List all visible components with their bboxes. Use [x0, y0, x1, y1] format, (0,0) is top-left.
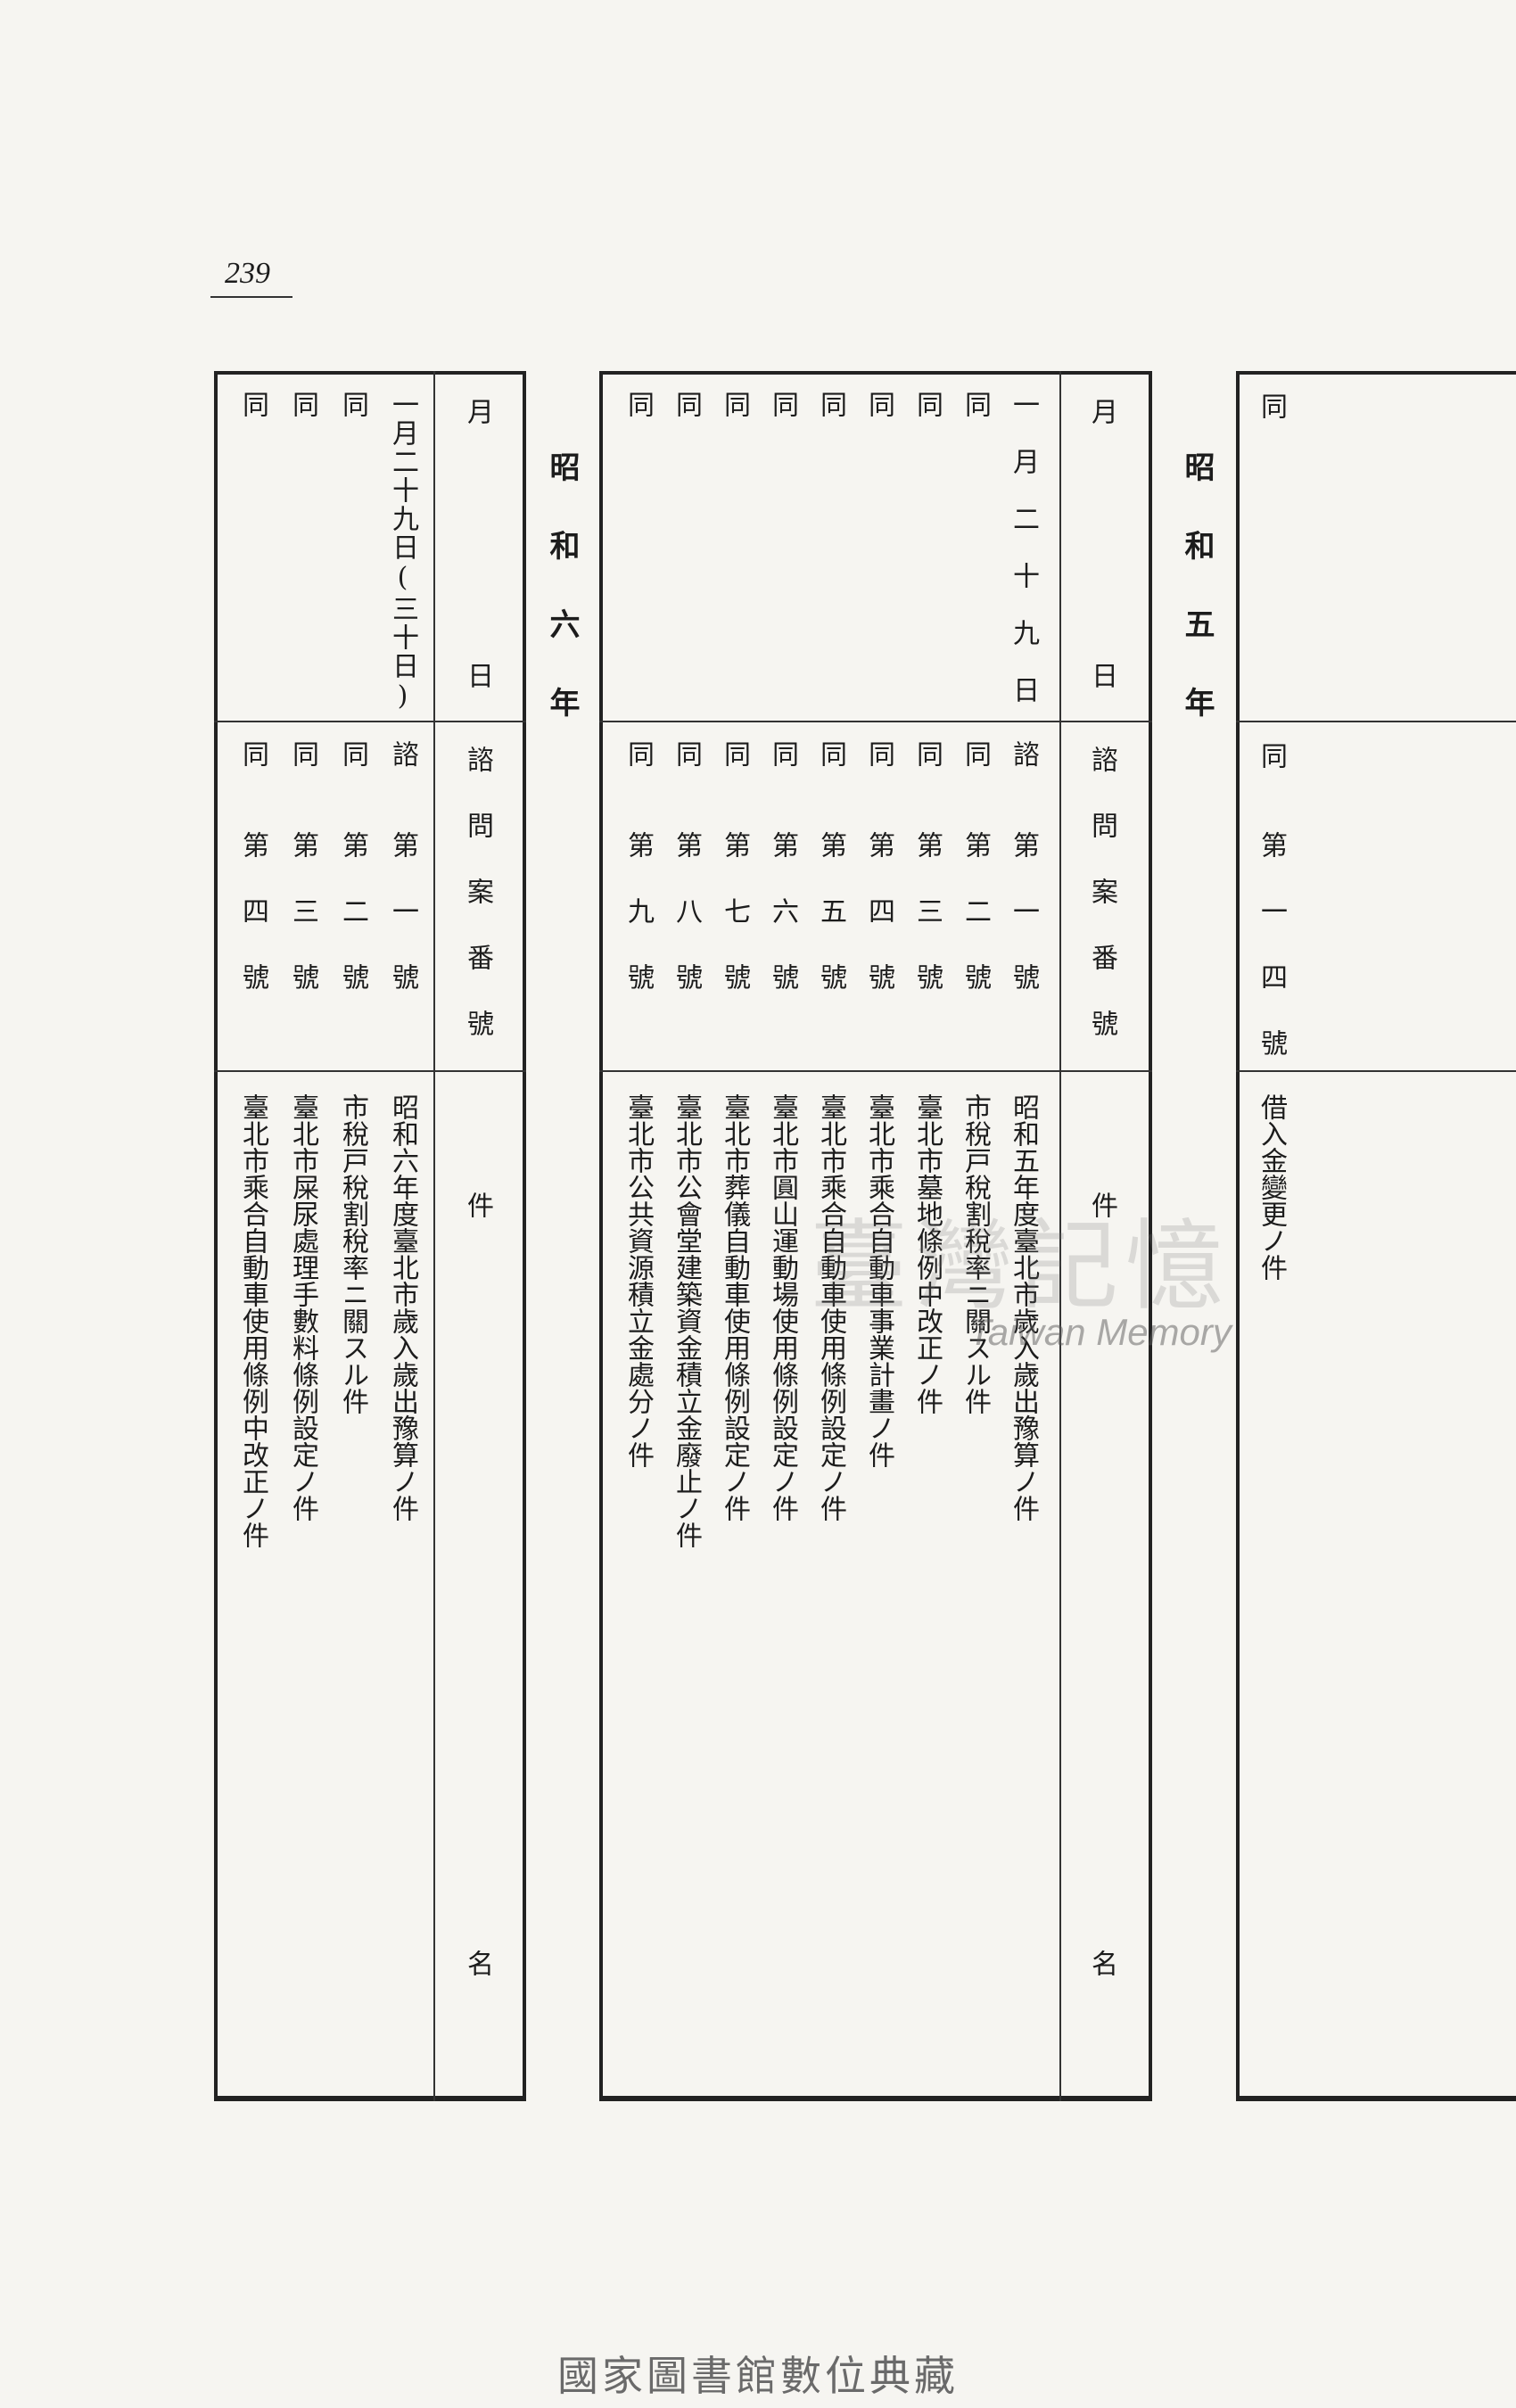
row-number: 第二號: [337, 831, 368, 1029]
row-subject: 臺北市乘合自動車使用條例設定ノ件: [815, 1093, 846, 1521]
header-day: 日: [1086, 662, 1117, 689]
row-date: 同: [671, 391, 702, 417]
row-number: 第三號: [911, 831, 943, 1029]
row-date: 同: [863, 391, 894, 417]
header-day: 日: [462, 662, 493, 689]
row-number: 第五號: [815, 831, 846, 1029]
row-prefix: 諮: [1008, 740, 1039, 767]
era-label-showa6: 昭和六年: [544, 451, 580, 765]
row-subject: 臺北市乘合自動車使用條例中改正ノ件: [237, 1093, 268, 1548]
row-date: 同: [622, 391, 654, 417]
era-label-showa5: 昭和五年: [1179, 451, 1215, 765]
row-subject: 臺北市墓地條例中改正ノ件: [911, 1093, 943, 1414]
row-prefix: 同: [622, 740, 654, 767]
row-subject: 昭和五年度臺北市歲入歲出豫算ノ件: [1008, 1093, 1039, 1521]
cont-row-date: 同: [1256, 392, 1287, 419]
header-subject-2: 名: [462, 1950, 493, 1976]
row-subject: 臺北市屎尿處理手數料條例設定ノ件: [287, 1093, 318, 1521]
row-subject: 臺北市乘合自動車事業計畫ノ件: [863, 1093, 894, 1468]
watermark-taiwan-memory-en: Taiwan Memory: [968, 1311, 1232, 1353]
page-number-rule: [210, 296, 292, 298]
row-prefix: 同: [337, 740, 368, 767]
row-date: 同: [337, 391, 368, 417]
row-date: 一月二十九日: [1008, 391, 1039, 733]
row-date: 同: [287, 391, 318, 417]
footer-library-credit: 國家圖書館數位典藏: [557, 2352, 959, 2400]
row-number: 第二號: [960, 831, 991, 1029]
header-inquiry-no: 諮問案番號: [462, 746, 493, 1076]
row-date: 同: [815, 391, 846, 417]
row-subject: 臺北市葬儀自動車使用條例設定ノ件: [719, 1093, 750, 1521]
row-subject: 市稅戸稅割稅率ニ關スル件: [337, 1093, 368, 1414]
row-number: 第七號: [719, 831, 750, 1029]
row-subject: 昭和六年度臺北市歲入歲出豫算ノ件: [387, 1093, 418, 1521]
row-prefix: 同: [815, 740, 846, 767]
header-month: 月: [462, 398, 493, 425]
row-number: 第四號: [863, 831, 894, 1029]
row-date: 一月二十九日(三十日): [387, 391, 418, 713]
row-date: 同: [911, 391, 943, 417]
row-date: 同: [960, 391, 991, 417]
row-prefix: 同: [767, 740, 798, 767]
header-inquiry-no: 諮問案番號: [1086, 746, 1117, 1076]
row-prefix: 同: [960, 740, 991, 767]
row-date: 同: [767, 391, 798, 417]
row-number: 第六號: [767, 831, 798, 1029]
header-month: 月: [1086, 398, 1117, 425]
header-subject: 件: [1086, 1192, 1117, 1218]
continuation-panel: 同 同 第一四號 借入金變更ノ件: [1236, 371, 1516, 2101]
row-subject: 臺北市公會堂建築資金積立金廢止ノ件: [671, 1093, 702, 1548]
row-date: 同: [237, 391, 268, 417]
row-number: 第九號: [622, 831, 654, 1029]
page-number: 239: [225, 257, 270, 290]
row-prefix: 同: [863, 740, 894, 767]
row-number: 第一號: [1008, 831, 1039, 1029]
row-prefix: 同: [287, 740, 318, 767]
row-date: 同: [719, 391, 750, 417]
row-prefix: 同: [671, 740, 702, 767]
row-number: 第三號: [287, 831, 318, 1029]
row-prefix: 諮: [387, 740, 418, 767]
row-subject: 市稅戸稅割稅率ニ關スル件: [960, 1093, 991, 1414]
row-prefix: 同: [237, 740, 268, 767]
row-subject: 臺北市圓山運動場使用條例設定ノ件: [767, 1093, 798, 1521]
row-prefix: 同: [911, 740, 943, 767]
row-subject: 臺北市公共資源積立金處分ノ件: [622, 1093, 654, 1468]
header-subject-2: 名: [1086, 1950, 1117, 1976]
showa5-panel: 月 日 諮問案番號 件 名 一月二十九日 同 同 同 同 同 同 同 同 諮 同…: [599, 371, 1152, 2101]
cont-row-number: 第一四號: [1256, 831, 1287, 1095]
cont-row-subject: 借入金變更ノ件: [1256, 1093, 1287, 1281]
watermark-taiwan-memory: 臺灣記憶: [810, 1209, 1231, 1324]
row-prefix: 同: [719, 740, 750, 767]
row-number: 第四號: [237, 831, 268, 1029]
cont-row-prefix: 同: [1256, 742, 1287, 769]
row-number: 第八號: [671, 831, 702, 1029]
header-subject: 件: [462, 1192, 493, 1218]
row-number: 第一號: [387, 831, 418, 1029]
showa6-panel: 月 日 諮問案番號 件 名 一月二十九日(三十日) 同 同 同 諮 同 同 同 …: [214, 371, 526, 2101]
